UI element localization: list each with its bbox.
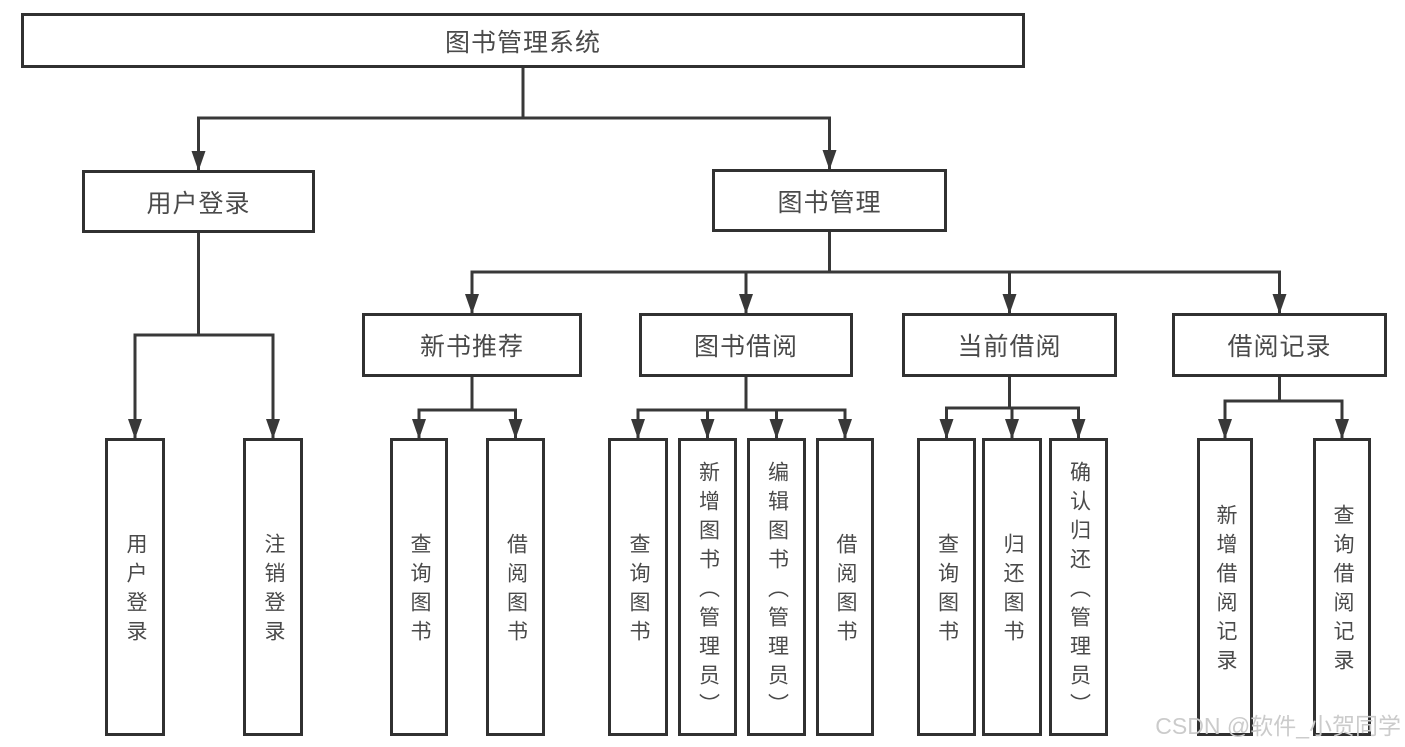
node-add-book-admin: 新增图书（管理员） xyxy=(678,438,737,736)
node-new-book-recommendation: 新书推荐 xyxy=(362,313,582,377)
node-borrowing-records: 借阅记录 xyxy=(1172,313,1387,377)
node-label: 查询图书 xyxy=(408,533,431,649)
node-label: 新增借阅记录 xyxy=(1214,504,1237,678)
node-label: 用户登录 xyxy=(146,189,251,218)
node-label: 查询图书 xyxy=(627,533,650,649)
node-label: 查询图书 xyxy=(935,533,959,649)
node-user-login-op: 用户登录 xyxy=(105,438,165,736)
node-user-login: 用户登录 xyxy=(82,170,315,233)
node-query-borrow-record: 查询借阅记录 xyxy=(1313,438,1371,736)
node-label: 查询借阅记录 xyxy=(1331,504,1354,678)
node-label: 归还图书 xyxy=(1001,533,1024,649)
node-query-books-2: 查询图书 xyxy=(608,438,668,736)
node-label: 用户登录 xyxy=(124,533,147,649)
node-borrow-books-2: 借阅图书 xyxy=(816,438,874,736)
node-edit-book-admin: 编辑图书（管理员） xyxy=(747,438,806,736)
watermark: CSDN @软件_小贺同学 xyxy=(1155,713,1401,739)
node-label: 编辑图书（管理员） xyxy=(765,460,789,722)
node-add-borrow-record: 新增借阅记录 xyxy=(1197,438,1253,736)
node-library-management-system: 图书管理系统 xyxy=(21,13,1025,68)
node-query-books-3: 查询图书 xyxy=(917,438,976,736)
node-book-management: 图书管理 xyxy=(712,169,947,232)
node-label: 新书推荐 xyxy=(419,333,524,361)
node-book-borrowing: 图书借阅 xyxy=(639,313,853,377)
node-label: 确认归还（管理员） xyxy=(1067,460,1091,722)
node-logout-op: 注销登录 xyxy=(243,438,303,736)
node-label: 借阅图书 xyxy=(504,533,528,649)
node-label: 新增图书（管理员） xyxy=(696,460,720,722)
node-label: 图书借阅 xyxy=(693,333,798,361)
node-query-books-1: 查询图书 xyxy=(390,438,448,736)
node-label: 当前借阅 xyxy=(957,333,1062,361)
node-current-borrowing: 当前借阅 xyxy=(902,313,1117,377)
node-label: 图书管理 xyxy=(777,188,882,217)
node-confirm-return-admin: 确认归还（管理员） xyxy=(1049,438,1108,736)
node-label: 图书管理系统 xyxy=(444,28,601,57)
node-return-books: 归还图书 xyxy=(982,438,1042,736)
node-borrow-books-1: 借阅图书 xyxy=(486,438,545,736)
node-label: 借阅图书 xyxy=(834,533,857,649)
node-label: 借阅记录 xyxy=(1227,333,1332,361)
node-label: 注销登录 xyxy=(262,533,285,649)
